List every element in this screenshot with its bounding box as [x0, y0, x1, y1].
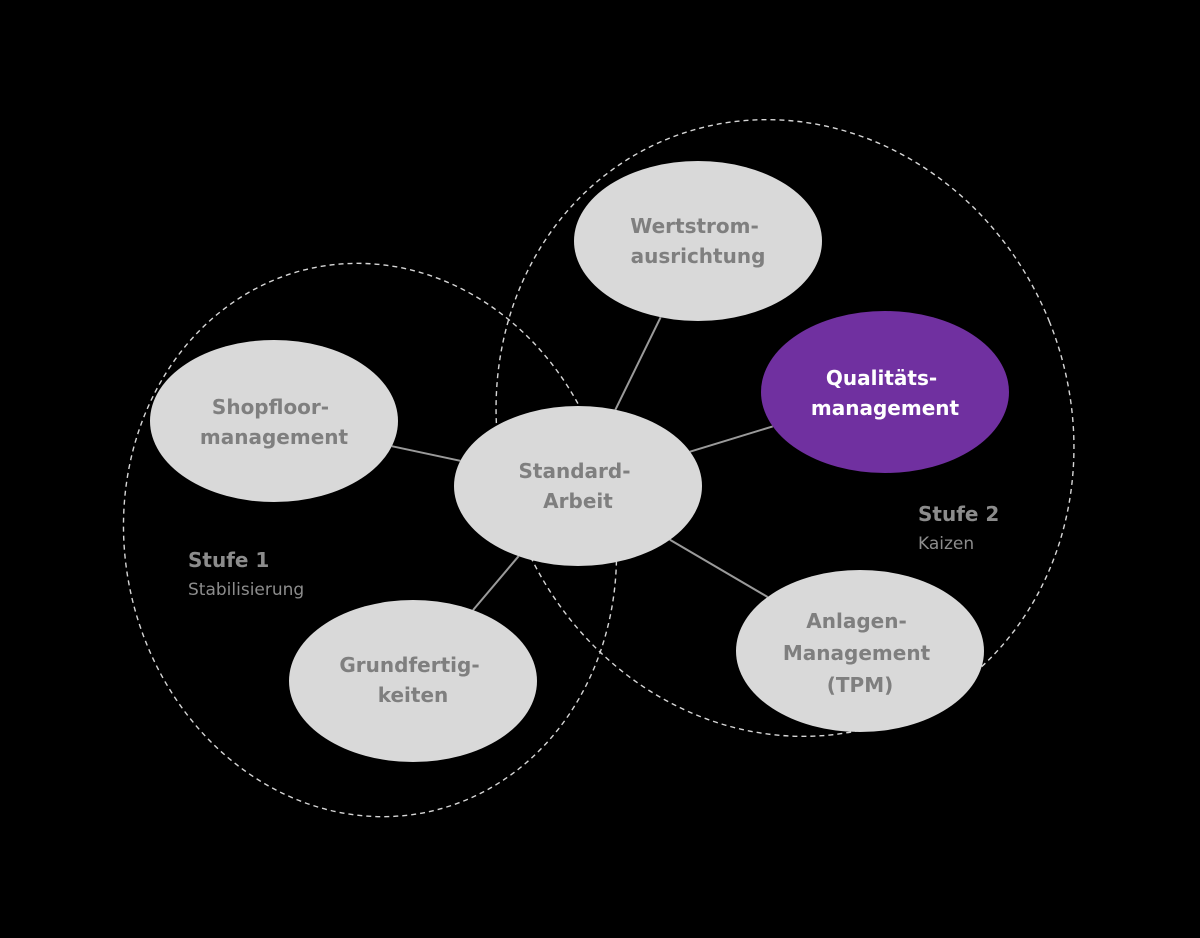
- node-wertstromausrichtung-label: Wertstrom- ausrichtung: [630, 214, 766, 268]
- node-wertstromausrichtung: Wertstrom- ausrichtung: [574, 161, 822, 321]
- node-standard-arbeit-label: Standard- Arbeit: [519, 459, 638, 513]
- node-anlagen-management-line-2: Management: [783, 641, 931, 665]
- node-anlagen-management-shape: [736, 570, 984, 732]
- node-shopfloormanagement-line-1: Shopfloor-: [212, 395, 329, 419]
- node-qualitaetsmanagement-shape: [761, 311, 1009, 473]
- connector-anlagen-management: [669, 538, 769, 598]
- node-grundfertigkeiten-line-1: Grundfertig-: [339, 653, 479, 677]
- connector-grundfertigkeiten: [472, 555, 520, 611]
- node-grundfertigkeiten: Grundfertig- keiten: [289, 600, 537, 762]
- connectors: [391, 316, 773, 611]
- stage-2-subtitle: Kaizen: [918, 534, 974, 554]
- node-grundfertigkeiten-shape: [289, 600, 537, 762]
- node-shopfloormanagement-label: Shopfloor- management: [200, 395, 349, 449]
- connector-qualitaetsmanagement: [689, 425, 773, 453]
- node-qualitaetsmanagement-line-1: Qualitäts-: [826, 366, 937, 390]
- node-qualitaetsmanagement-label: Qualitäts- management: [811, 366, 960, 420]
- node-anlagen-management-line-1: Anlagen-: [806, 609, 907, 633]
- connector-shopfloormanagement: [391, 445, 461, 462]
- stage-2-title: Stufe 2: [918, 502, 999, 526]
- node-shopfloormanagement-line-2: management: [200, 425, 349, 449]
- connector-wertstromausrichtung: [614, 316, 662, 411]
- stage-1-title: Stufe 1: [188, 548, 269, 572]
- stage-2-label: Stufe 2 Kaizen: [918, 502, 999, 554]
- node-standard-arbeit-line-2: Arbeit: [543, 489, 613, 513]
- node-anlagen-management-line-3: (TPM): [827, 673, 893, 697]
- node-standard-arbeit: Standard- Arbeit: [454, 406, 702, 566]
- node-qualitaetsmanagement-line-2: management: [811, 396, 960, 420]
- node-standard-arbeit-shape: [454, 406, 702, 566]
- node-anlagen-management-label: Anlagen- Management (TPM): [783, 609, 937, 697]
- node-grundfertigkeiten-line-2: keiten: [378, 683, 449, 707]
- node-shopfloormanagement-shape: [150, 340, 398, 502]
- stage-1-label: Stufe 1 Stabilisierung: [188, 548, 304, 600]
- node-anlagen-management: Anlagen- Management (TPM): [736, 570, 984, 732]
- stage-1-subtitle: Stabilisierung: [188, 580, 304, 600]
- node-wertstromausrichtung-line-1: Wertstrom-: [630, 214, 759, 238]
- node-shopfloormanagement: Shopfloor- management: [150, 340, 398, 502]
- node-standard-arbeit-line-1: Standard-: [519, 459, 631, 483]
- node-qualitaetsmanagement: Qualitäts- management: [761, 311, 1009, 473]
- node-wertstromausrichtung-line-2: ausrichtung: [631, 244, 766, 268]
- node-wertstromausrichtung-shape: [574, 161, 822, 321]
- node-grundfertigkeiten-label: Grundfertig- keiten: [339, 653, 486, 707]
